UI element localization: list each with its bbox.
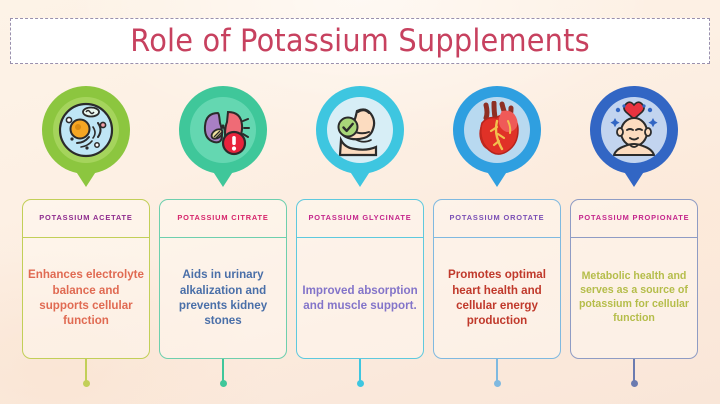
card-body-row: Metabolic health and serves as a source … xyxy=(571,238,697,358)
title-box: Role of Potassium Supplements xyxy=(10,18,710,64)
supplement-column-citrate[interactable]: POTASSIUM CITRATE Aids in urinary alkali… xyxy=(159,86,287,396)
cell-icon-pin xyxy=(42,86,130,174)
card-body-row: Enhances electrolyte balance and support… xyxy=(23,238,149,358)
card-heading-row: POTASSIUM OROTATE xyxy=(434,200,560,238)
supplement-card-orotate[interactable]: POTASSIUM OROTATE Promotes optimal heart… xyxy=(433,199,561,359)
supplement-name: POTASSIUM ACETATE xyxy=(39,213,133,223)
connector-dot xyxy=(630,380,638,387)
heart-anatomy-icon-pin xyxy=(453,86,541,174)
cell-icon xyxy=(53,97,119,163)
muscle-check-icon-pin xyxy=(316,86,404,174)
connector-stem xyxy=(496,359,498,381)
connector-stem xyxy=(359,359,361,381)
card-body-row: Promotes optimal heart health and cellul… xyxy=(434,238,560,358)
card-heading-row: POTASSIUM CITRATE xyxy=(160,200,286,238)
supplement-description: Metabolic health and serves as a source … xyxy=(578,270,690,324)
supplement-card-citrate[interactable]: POTASSIUM CITRATE Aids in urinary alkali… xyxy=(159,199,287,359)
muscle-check-icon xyxy=(327,97,393,163)
page-title: Role of Potassium Supplements xyxy=(130,23,590,59)
connector-stem xyxy=(85,359,87,381)
supplement-column-propionate[interactable]: POTASSIUM PROPIONATE Metabolic health an… xyxy=(570,86,698,396)
supplement-column-glycinate[interactable]: POTASSIUM GLYCINATE Improved absorption … xyxy=(296,86,424,396)
supplement-name: POTASSIUM OROTATE xyxy=(449,213,545,223)
kidneys-warning-icon xyxy=(190,97,256,163)
supplement-card-glycinate[interactable]: POTASSIUM GLYCINATE Improved absorption … xyxy=(296,199,424,359)
mind-wellbeing-icon xyxy=(601,97,667,163)
supplement-description: Enhances electrolyte balance and support… xyxy=(28,268,144,328)
connector-dot xyxy=(219,380,227,387)
supplement-description: Aids in urinary alkalization and prevent… xyxy=(178,268,268,328)
card-heading-row: POTASSIUM PROPIONATE xyxy=(571,200,697,238)
heart-anatomy-icon xyxy=(464,97,530,163)
mind-wellbeing-icon-pin xyxy=(590,86,678,174)
supplement-card-acetate[interactable]: POTASSIUM ACETATE Enhances electrolyte b… xyxy=(22,199,150,359)
supplement-column-acetate[interactable]: POTASSIUM ACETATE Enhances electrolyte b… xyxy=(22,86,150,396)
connector-stem xyxy=(222,359,224,381)
supplement-name: POTASSIUM PROPIONATE xyxy=(578,213,690,223)
connector-stem xyxy=(633,359,635,381)
card-heading-row: POTASSIUM ACETATE xyxy=(23,200,149,238)
supplement-name: POTASSIUM CITRATE xyxy=(177,213,269,223)
supplement-column-orotate[interactable]: POTASSIUM OROTATE Promotes optimal heart… xyxy=(433,86,561,396)
supplement-columns: POTASSIUM ACETATE Enhances electrolyte b… xyxy=(22,86,698,396)
connector-dot xyxy=(493,380,501,387)
card-body-row: Aids in urinary alkalization and prevent… xyxy=(160,238,286,358)
supplement-card-propionate[interactable]: POTASSIUM PROPIONATE Metabolic health an… xyxy=(570,199,698,359)
card-body-row: Improved absorption and muscle support. xyxy=(297,238,423,358)
connector-dot xyxy=(356,380,364,387)
supplement-description: Improved absorption and muscle support. xyxy=(302,283,418,312)
supplement-description: Promotes optimal heart health and cellul… xyxy=(448,268,546,328)
supplement-name: POTASSIUM GLYCINATE xyxy=(308,213,412,223)
card-heading-row: POTASSIUM GLYCINATE xyxy=(297,200,423,238)
kidneys-warning-icon-pin xyxy=(179,86,267,174)
connector-dot xyxy=(82,380,90,387)
